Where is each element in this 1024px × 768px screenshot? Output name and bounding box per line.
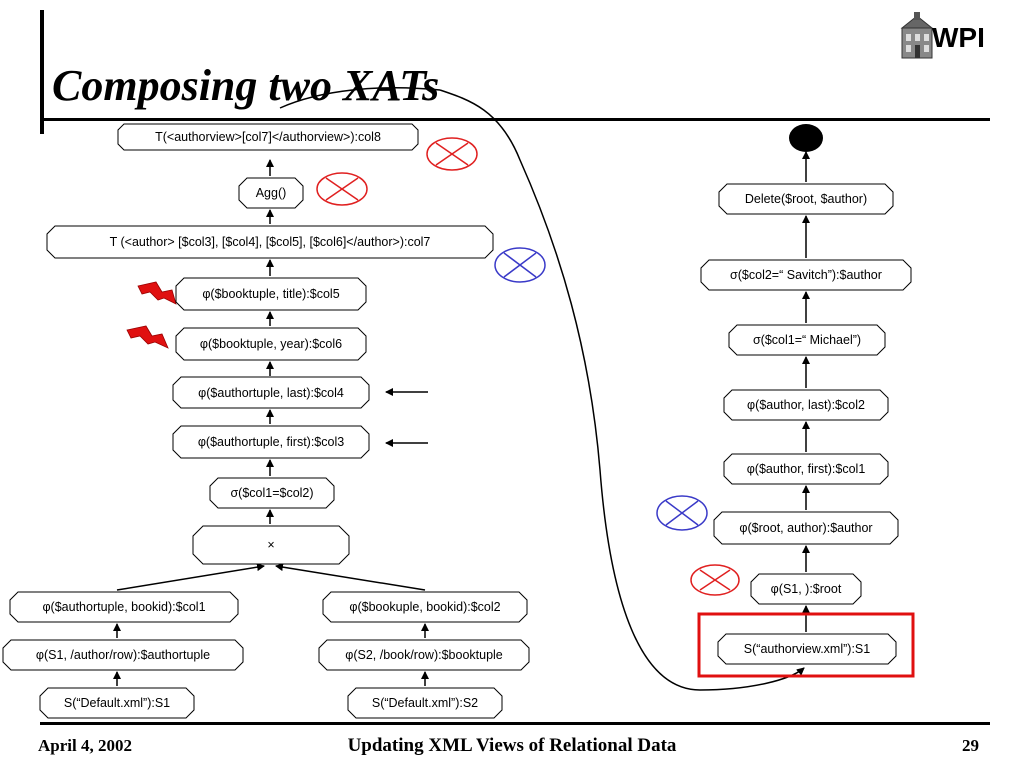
footer-date: April 4, 2002 [38, 736, 132, 755]
node-nav-author-last: φ($author, last):$col2 [723, 389, 889, 421]
composition-curve-start [279, 87, 441, 109]
composition-curve [439, 89, 805, 691]
blue-cross-circle-icon [494, 247, 546, 283]
edge-l10-l9 [116, 563, 265, 591]
node-select-savitch: σ($col2=“ Savitch”):$author [700, 259, 912, 291]
blue-cross-circle-icon [656, 495, 708, 531]
red-cross-circle-icon [690, 564, 740, 596]
node-source-authorview: S(“authorview.xml”):S1 [717, 633, 897, 665]
lightning-icon [126, 325, 169, 349]
wpi-logo-text: WPI [932, 22, 985, 53]
node-agg: Agg() [238, 177, 304, 209]
edge-l13-l9 [275, 563, 426, 591]
red-cross-circle-icon [316, 172, 368, 206]
node-cartesian-product: × [192, 525, 350, 565]
node-nav-s1-root: φ(S1, ):$root [750, 573, 862, 605]
node-delete: Delete($root, $author) [718, 183, 894, 215]
node-nav-first: φ($authortuple, first):$col3 [172, 425, 370, 459]
node-select-michael: σ($col1=“ Michael”) [728, 324, 886, 356]
page-number: 29 [962, 736, 979, 755]
node-source-s2: S(“Default.xml”):S2 [347, 687, 503, 719]
highlight-box [697, 612, 915, 678]
title-rule [40, 118, 990, 121]
node-tagger-author: T (<author> [$col3], [$col4], [$col5], [… [46, 225, 494, 259]
red-cross-circle-icon [426, 137, 478, 171]
node-source-s1: S(“Default.xml”):S1 [39, 687, 195, 719]
node-nav-year: φ($booktuple, year):$col6 [175, 327, 367, 361]
node-nav-authortuple-bookid: φ($authortuple, bookid):$col1 [9, 591, 239, 623]
title-vertical-bar [40, 10, 44, 134]
node-select-join: σ($col1=$col2) [209, 477, 335, 509]
root-dot-icon [789, 124, 823, 152]
lightning-icon [137, 281, 177, 305]
wpi-logo [898, 12, 1002, 60]
wpi-building-icon [900, 12, 934, 59]
slide-title: Composing two XATs [52, 61, 440, 110]
footer-title: Updating XML Views of Relational Data [347, 735, 677, 756]
footer-rule [40, 722, 990, 725]
node-nav-booktuple-bookid: φ($bookuple, bookid):$col2 [322, 591, 528, 623]
node-tagger-authorview: T(<authorview>[col7]</authorview>):col8 [117, 123, 419, 151]
node-nav-last: φ($authortuple, last):$col4 [172, 376, 370, 409]
node-nav-author-first: φ($author, first):$col1 [723, 453, 889, 485]
node-nav-author-row: φ(S1, /author/row):$authortuple [2, 639, 244, 671]
node-nav-title: φ($booktuple, title):$col5 [175, 277, 367, 311]
node-nav-book-row: φ(S2, /book/row):$booktuple [318, 639, 530, 671]
node-nav-root-author: φ($root, author):$author [713, 511, 899, 545]
